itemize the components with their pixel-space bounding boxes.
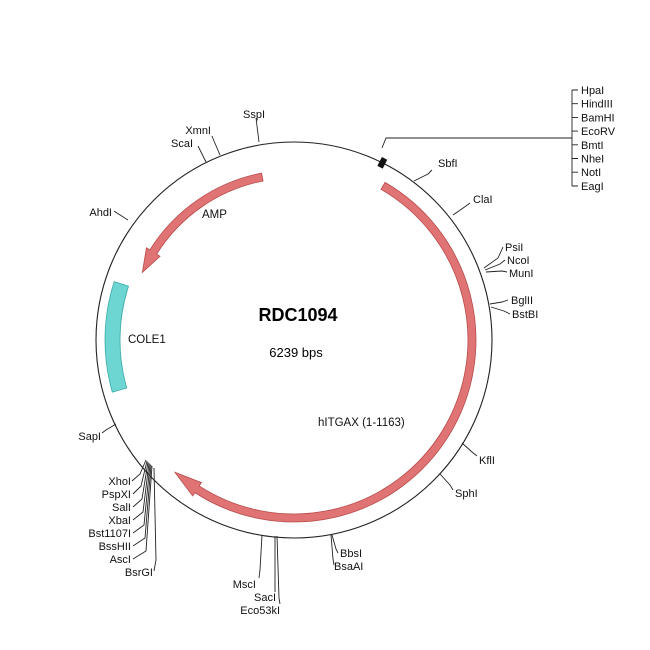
site-label-xmni: XmnI <box>185 125 211 137</box>
bst1107i-leader <box>132 463 151 534</box>
site-label-msci: MscI <box>233 579 256 591</box>
sapi-tick <box>101 423 117 434</box>
ahdi-tick <box>113 210 129 221</box>
site-label-hpai: HpaI <box>581 85 604 97</box>
site-label-bsrgi: BsrGI <box>125 567 153 579</box>
amp-cds-arrow <box>141 172 264 274</box>
asci-leader <box>132 465 153 560</box>
site-label-kfli: KflI <box>479 455 495 467</box>
single-site-ticks <box>101 117 478 491</box>
msci-leader <box>258 534 263 579</box>
plasmid-size: 6239 bps <box>269 345 323 360</box>
site-label-xhoi: XhoI <box>108 476 131 488</box>
site-label-bsaai: BsaAI <box>334 561 363 573</box>
site-label-asci: AscI <box>110 554 131 566</box>
ncoi-leader <box>484 259 506 271</box>
site-label-bsshii: BssHII <box>99 541 131 553</box>
bsshii-leader <box>132 464 152 547</box>
cole1-label: COLE1 <box>128 334 166 346</box>
xhoi-cluster-labels: XhoI PspXI SalI XbaI Bst1107I BssHII Asc… <box>88 476 153 579</box>
mcs-marker <box>377 156 388 169</box>
hitgax-cds-arrow <box>173 181 477 523</box>
mcs-top-stubs <box>572 89 578 187</box>
kfli-tick <box>461 442 478 457</box>
site-label-xbai: XbaI <box>108 515 131 527</box>
bsrgi-leader <box>153 467 157 572</box>
bstbi-leader <box>490 306 511 315</box>
site-label-sapi: SapI <box>78 431 101 443</box>
sali-leader <box>132 461 149 508</box>
site-label-hindiii: HindIII <box>581 99 613 111</box>
scai-tick <box>197 145 207 163</box>
xhoi-leader <box>131 459 147 482</box>
site-label-bstbi: BstBI <box>512 309 538 321</box>
site-label-ahdi: AhdI <box>89 207 112 219</box>
psii-cluster-leaders <box>483 246 508 273</box>
site-label-sali: SalI <box>112 502 131 514</box>
xmni-tick <box>211 135 221 156</box>
site-label-bglii: BglII <box>511 295 533 307</box>
sspi-tick <box>255 117 260 143</box>
mcs-top-leader-line <box>381 137 572 149</box>
site-label-psii: PsiI <box>505 242 523 254</box>
site-label-ecorv: EcoRV <box>581 126 616 138</box>
psii-leader <box>483 246 504 269</box>
xbai-leader <box>132 462 150 521</box>
site-label-eagi: EagI <box>581 181 604 193</box>
mcs-top-labels: HpaI HindIII BamHI EcoRV BmtI NheI NotI … <box>581 85 616 193</box>
site-label-clai: ClaI <box>473 194 493 206</box>
bbsi-leader <box>331 534 339 554</box>
site-label-bmti: BmtI <box>581 140 604 152</box>
amp-label: AMP <box>202 209 227 221</box>
site-label-muni: MunI <box>509 268 533 280</box>
site-label-bst1107i: Bst1107I <box>88 528 131 540</box>
clai-tick <box>452 202 471 216</box>
backbone-circle <box>95 141 493 539</box>
muni-leader <box>485 270 508 273</box>
plasmid-name: RDC1094 <box>258 305 337 325</box>
bglii-leader <box>489 299 509 305</box>
site-label-scai: ScaI <box>171 138 193 150</box>
site-label-sspi: SspI <box>243 109 265 121</box>
cole1-origin-arc <box>104 281 130 393</box>
sphi-tick <box>439 473 454 491</box>
site-label-pspxi: PspXI <box>102 489 131 501</box>
site-label-bbsi: BbsI <box>340 548 362 560</box>
mcs-top-leader <box>381 89 578 187</box>
site-label-sphi: SphI <box>455 488 478 500</box>
bglii-cluster-leaders <box>489 299 511 315</box>
site-label-sbfi: SbfI <box>438 158 458 170</box>
bsaai-leader <box>330 534 335 566</box>
pspxi-leader <box>132 460 148 495</box>
xhoi-cluster-leaders <box>131 459 157 572</box>
hitgax-label: hITGAX (1-1163) <box>318 417 405 429</box>
bbsi-cluster-leaders <box>330 534 339 566</box>
msci-cluster-leaders <box>258 534 281 605</box>
site-label-eco53ki: Eco53kI <box>240 605 280 617</box>
site-label-saci: SacI <box>254 592 276 604</box>
site-label-nhei: NheI <box>581 154 604 166</box>
site-label-ncoi: NcoI <box>507 255 530 267</box>
site-label-bamhi: BamHI <box>581 112 615 124</box>
site-label-noti: NotI <box>581 167 601 179</box>
eco53ki-leader <box>276 535 281 605</box>
sbfi-tick <box>413 169 433 182</box>
